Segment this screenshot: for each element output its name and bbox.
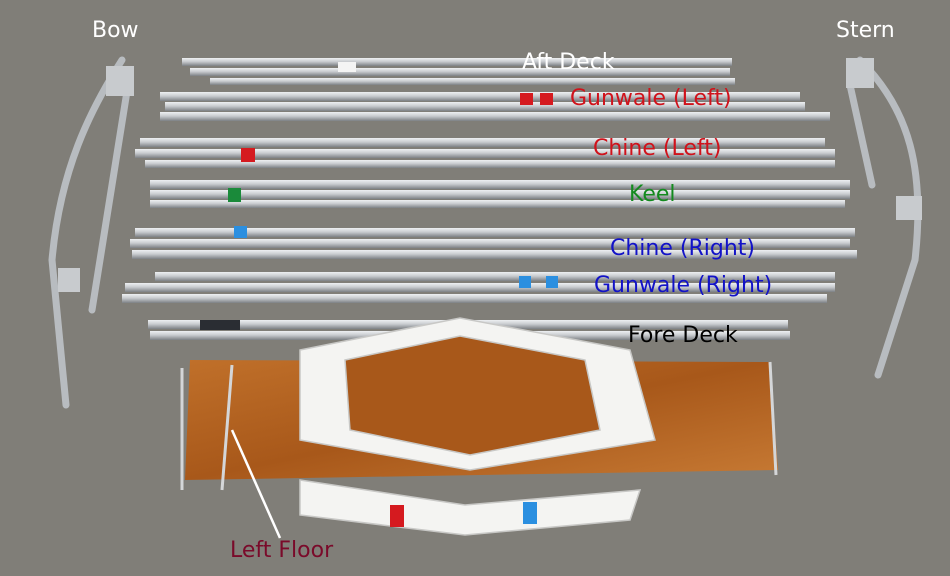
- label-gunwale-left: Gunwale (Left): [570, 86, 732, 111]
- stern-frame: [846, 56, 922, 379]
- left-floor-pointer: [230, 429, 282, 539]
- label-bow: Bow: [92, 18, 139, 43]
- bow-frame: [48, 56, 134, 409]
- chine-left-tubes: [135, 138, 835, 168]
- label-aft-deck: Aft Deck: [522, 50, 615, 75]
- label-stern: Stern: [836, 18, 895, 43]
- aft-deck-tubes: [182, 58, 735, 85]
- label-chine-right: Chine (Right): [610, 236, 755, 261]
- label-fore-deck: Fore Deck: [628, 323, 738, 348]
- chine-right-tubes: [130, 226, 857, 259]
- label-left-floor: Left Floor: [230, 538, 334, 563]
- label-chine-left: Chine (Left): [593, 136, 722, 161]
- label-keel: Keel: [629, 182, 676, 207]
- keel-tubes: [150, 180, 850, 208]
- plastic-floor-frames: [299, 317, 656, 536]
- gunwale-left-tubes: [160, 92, 830, 121]
- label-gunwale-right: Gunwale (Right): [594, 273, 773, 298]
- gunwale-right-tubes: [122, 272, 835, 303]
